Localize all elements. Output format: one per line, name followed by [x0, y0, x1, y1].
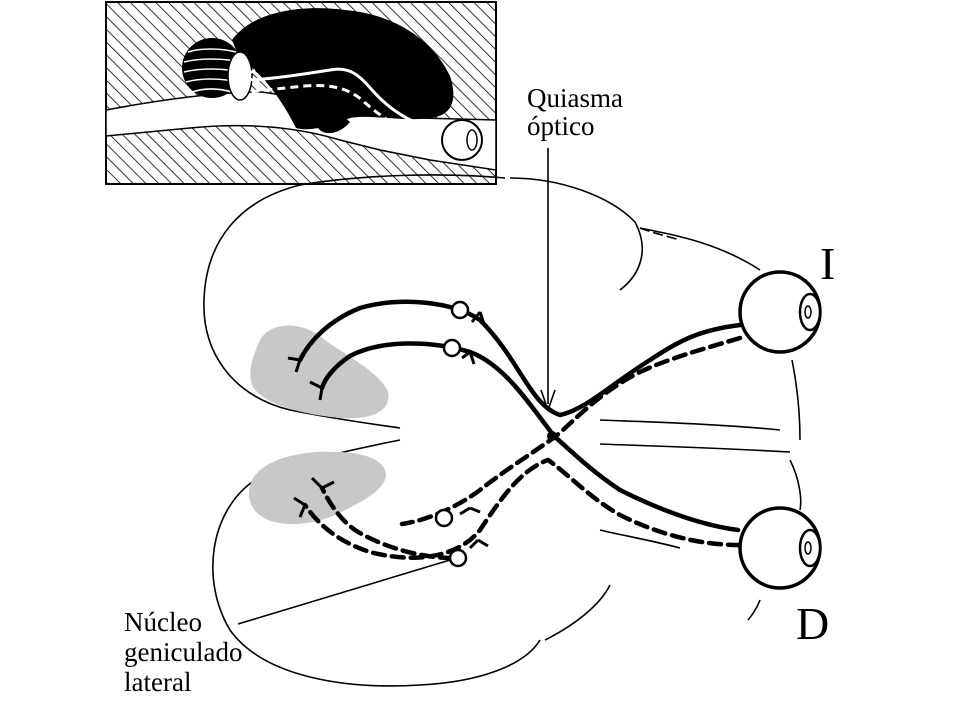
- right-side-letter: D: [796, 598, 830, 649]
- optic-chiasm-label-line1: Quiasma: [527, 83, 623, 113]
- inset-pathway-solid: [251, 67, 441, 132]
- inset-visual-cortex: [227, 51, 253, 101]
- lower-lateral-geniculate-nucleus: [248, 451, 386, 525]
- optic-chiasm-label-line2: óptico: [527, 111, 595, 142]
- lgn-leader: [237, 559, 451, 625]
- lgn-label-line3: lateral: [124, 667, 192, 698]
- inset-cerebellum: [182, 38, 242, 98]
- lateral-geniculate-label: Núcleo geniculado lateral: [124, 607, 242, 698]
- label-leader-lines: [237, 148, 556, 625]
- inset-eye-icon: [441, 119, 483, 161]
- optic-pathways: [297, 299, 743, 561]
- lgn-label-line2: geniculado: [124, 637, 243, 668]
- inset-midbrain: [303, 92, 350, 134]
- right-eye-icon: [738, 506, 822, 590]
- tract-upper-inner: [319, 341, 473, 391]
- inset-pathway-dashed: [249, 84, 441, 142]
- inset-brain-view: [105, 1, 497, 185]
- left-side-letter: I: [820, 238, 836, 289]
- tract-right-eye-crossed: [467, 349, 741, 533]
- left-eye-icon: [738, 270, 822, 354]
- brain-outline: [203, 174, 802, 687]
- cell-bodies: [434, 300, 470, 568]
- optic-chiasm-label: Quiasma óptico: [527, 84, 623, 141]
- lgn-label-line1: Núcleo: [124, 607, 202, 637]
- chiasm-point: [547, 431, 557, 441]
- upper-lateral-geniculate-nucleus: [250, 325, 389, 419]
- tract-upper-outer: [297, 299, 743, 418]
- tract-lower-outer: [302, 457, 743, 560]
- tract-left-eye-crossed: [399, 335, 743, 527]
- synapse-terminals: [287, 311, 489, 550]
- tract-lower-inner: [319, 485, 455, 561]
